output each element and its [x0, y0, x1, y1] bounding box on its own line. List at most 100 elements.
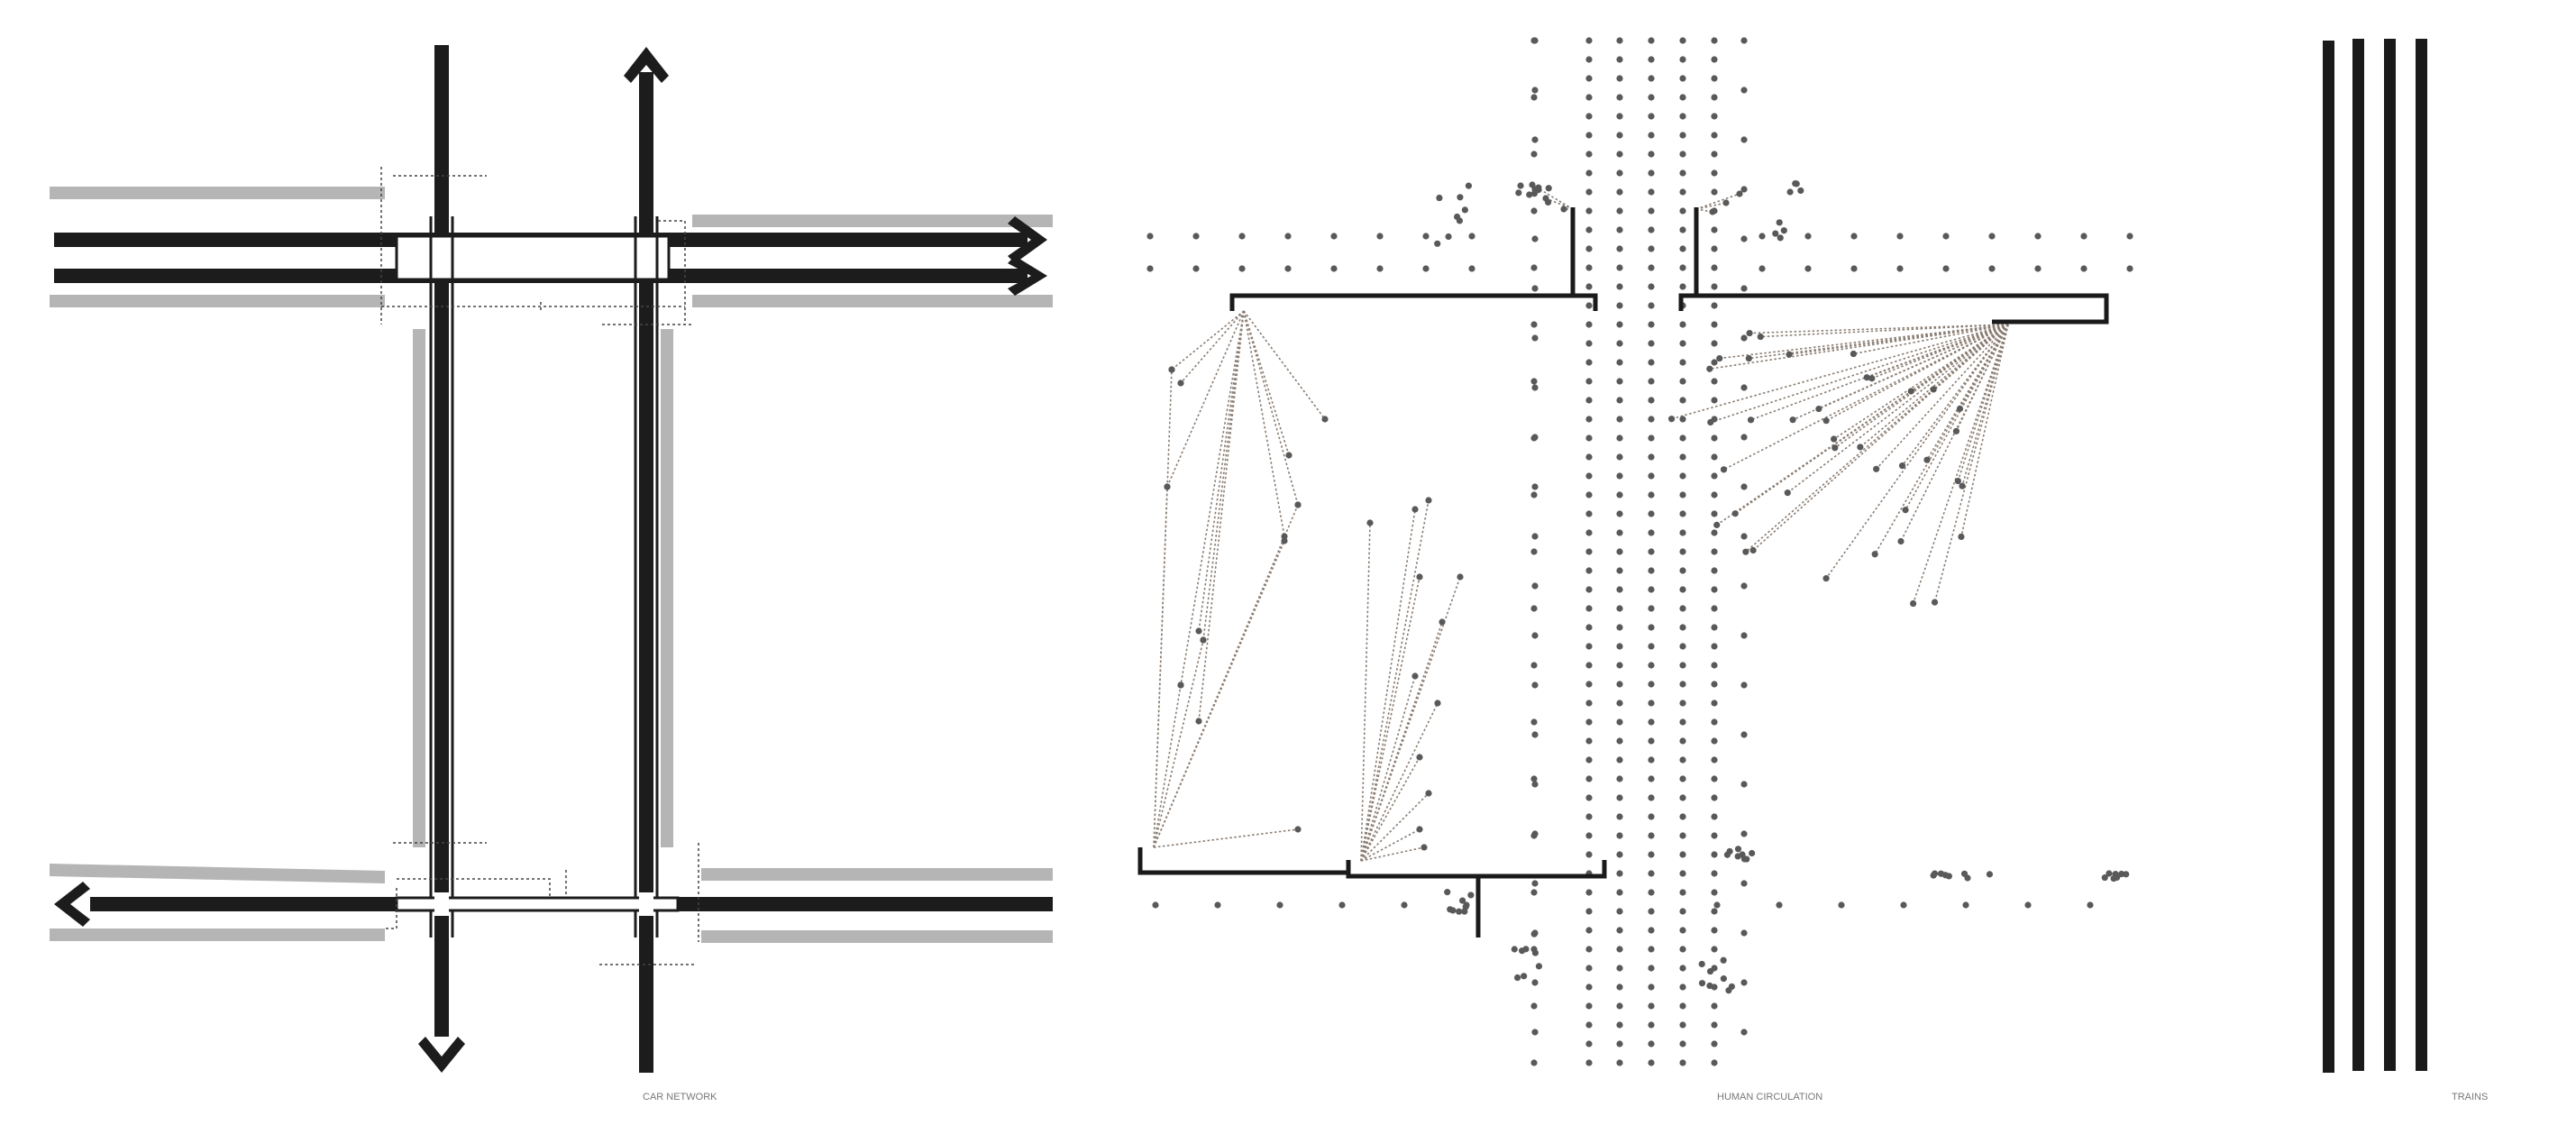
pedestrian-dot — [1530, 1059, 1538, 1066]
pedestrian-dot — [1740, 37, 1748, 44]
pedestrian-dot — [1616, 491, 1623, 498]
pedestrian-dot — [1425, 790, 1432, 797]
pedestrian-dot — [1519, 947, 1526, 955]
pedestrian-dot — [1648, 1040, 1655, 1047]
walking-path — [1716, 324, 2009, 526]
pedestrian-dot — [1954, 477, 1961, 485]
pedestrian-dot — [1777, 234, 1784, 242]
pedestrian-dot — [1679, 832, 1686, 839]
pedestrian-dot — [1195, 718, 1202, 725]
pedestrian-dot — [1679, 870, 1686, 877]
pedestrian-dot — [1648, 643, 1655, 650]
walking-path — [1153, 684, 1182, 848]
pedestrian-dot — [1648, 434, 1655, 442]
pedestrian-dot — [1679, 510, 1686, 517]
pedestrian-dot — [1616, 188, 1623, 196]
walking-path — [1926, 324, 2009, 461]
pedestrian-dot — [1648, 662, 1655, 669]
pedestrian-dot — [1804, 265, 1812, 272]
pedestrian-dot — [1214, 901, 1221, 909]
pedestrian-dot — [1616, 529, 1623, 536]
pedestrian-dot — [1585, 37, 1593, 44]
pedestrian-dot — [1531, 880, 1539, 887]
pedestrian-dot — [1679, 775, 1686, 782]
pedestrian-dot — [1648, 794, 1655, 801]
pedestrian-dot — [1679, 75, 1686, 82]
pedestrian-dot — [1667, 416, 1676, 423]
walking-path — [1153, 828, 1299, 848]
walking-path — [1749, 324, 2009, 334]
pedestrian-dot — [1740, 731, 1748, 738]
pedestrian-dot — [1468, 265, 1475, 272]
pedestrian-dot — [1723, 851, 1731, 858]
walking-path — [1531, 184, 1574, 210]
pedestrian-dot — [1679, 605, 1686, 612]
pedestrian-dot — [1863, 374, 1870, 381]
pedestrian-dot — [1648, 416, 1655, 423]
walking-path — [1243, 310, 1285, 537]
building-top-right — [1678, 293, 2109, 325]
pedestrian-dot — [1711, 851, 1718, 858]
pedestrian-dot — [1401, 901, 1408, 909]
building-top-left — [1229, 293, 1598, 311]
walking-path — [1957, 324, 2009, 481]
pedestrian-dot — [1531, 334, 1539, 342]
pedestrian-dot — [1749, 546, 1757, 554]
pedestrian-dot — [1294, 826, 1302, 833]
pedestrian-dot — [1711, 1059, 1718, 1066]
pedestrian-dot — [1711, 889, 1718, 896]
arrow-left-icon — [54, 882, 90, 927]
pedestrian-dot — [1535, 187, 1542, 194]
pedestrian-dot — [1585, 813, 1593, 820]
pedestrian-dot — [1648, 586, 1655, 593]
pedestrian-dot — [1616, 643, 1623, 650]
walking-path — [1933, 324, 2009, 603]
pedestrian-dot — [1585, 416, 1593, 423]
pedestrian-dot — [1706, 967, 1714, 975]
walking-path — [1360, 508, 1416, 862]
pedestrian-dot — [1679, 340, 1686, 347]
pedestrian-dot — [1679, 1059, 1686, 1066]
train-track-4 — [2416, 39, 2427, 1071]
pedestrian-dot — [1648, 397, 1655, 404]
pedestrian-dot — [1585, 567, 1593, 574]
pedestrian-dot — [1459, 897, 1466, 904]
pedestrian-dot — [1711, 681, 1718, 688]
pedestrian-dot — [1461, 206, 1468, 214]
pedestrian-dot — [1284, 265, 1292, 272]
pedestrian-dot — [1758, 233, 1766, 240]
pedestrian-dot — [1585, 132, 1593, 139]
pedestrian-dot — [1679, 434, 1686, 442]
pedestrian-dot — [1616, 397, 1623, 404]
pedestrian-dot — [1679, 472, 1686, 480]
pedestrian-dot — [1585, 378, 1593, 385]
pedestrian-dot — [1679, 965, 1686, 972]
pedestrian-dot — [1896, 265, 1904, 272]
walking-path — [1912, 324, 2009, 604]
pedestrian-dot — [1284, 233, 1292, 240]
pedestrian-dot — [1434, 700, 1441, 707]
sidewalk-vertical-right — [661, 329, 673, 847]
pedestrian-dot — [1416, 826, 1423, 833]
pedestrian-dot — [1238, 233, 1246, 240]
pedestrian-dot — [1711, 188, 1718, 196]
pedestrian-dot — [1585, 851, 1593, 858]
pedestrian-dot — [1960, 870, 1969, 877]
pedestrian-dot — [1728, 983, 1735, 991]
pedestrian-dot — [1804, 233, 1812, 240]
pedestrian-dot — [1711, 605, 1718, 612]
pedestrian-dot — [1679, 56, 1686, 63]
human-circulation-caption: HUMAN CIRCULATION — [1717, 1092, 1822, 1102]
pedestrian-dot — [1740, 781, 1748, 788]
pedestrian-dot — [1711, 264, 1718, 271]
pedestrian-dot — [2080, 265, 2087, 272]
arrow-right-icon — [1008, 216, 1047, 263]
pedestrian-dot — [1616, 1059, 1623, 1066]
sidewalk-strips — [50, 187, 1053, 943]
pedestrian-dot — [1530, 930, 1538, 938]
pedestrian-dot — [1679, 908, 1686, 915]
walking-path — [1153, 639, 1204, 848]
pedestrian-dot — [1711, 1002, 1718, 1010]
pedestrian-dot — [1740, 483, 1748, 490]
pedestrian-dot — [1585, 188, 1593, 196]
